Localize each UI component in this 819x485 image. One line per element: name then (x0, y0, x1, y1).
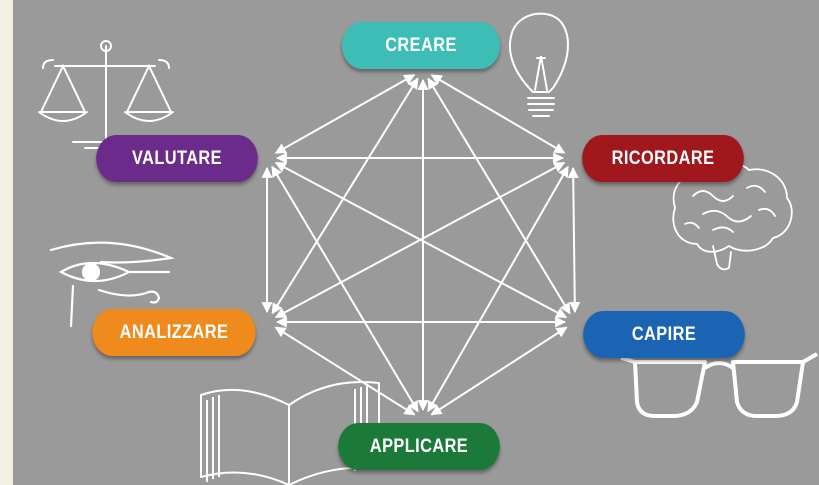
arrow-applicare-valutare (271, 165, 419, 413)
node-analizzare: ANALIZZARE (92, 309, 256, 356)
diagram-canvas (38, 12, 818, 485)
node-creare: CREARE (341, 22, 501, 69)
node-applicare: APPLICARE (338, 423, 500, 470)
node-capire: CAPIRE (583, 311, 745, 358)
scales-icon (38, 40, 174, 149)
node-valutare-label: VALUTARE (132, 147, 222, 169)
node-valutare: VALUTARE (96, 135, 258, 182)
diagram-frame: CREARE RICORDARE CAPIRE APPLICARE ANALIZ… (13, 0, 819, 485)
arrow-capire-applicare (430, 326, 568, 416)
glasses-icon (620, 352, 818, 418)
node-ricordare-label: RICORDARE (611, 147, 715, 169)
node-analizzare-label: ANALIZZARE (119, 321, 229, 343)
lightbulb-icon (508, 12, 569, 117)
node-applicare-label: APPLICARE (369, 435, 469, 457)
node-capire-label: CAPIRE (631, 323, 697, 345)
arrow-ricordare-applicare (427, 165, 569, 413)
arrow-creare-ricordare (430, 74, 566, 154)
arrow-ricordare-capire (567, 166, 581, 314)
node-creare-label: CREARE (385, 34, 457, 56)
connection-arrows (261, 74, 581, 416)
arrow-creare-valutare (274, 74, 416, 154)
eye-of-horus-icon (49, 241, 175, 328)
node-ricordare: RICORDARE (582, 135, 744, 182)
